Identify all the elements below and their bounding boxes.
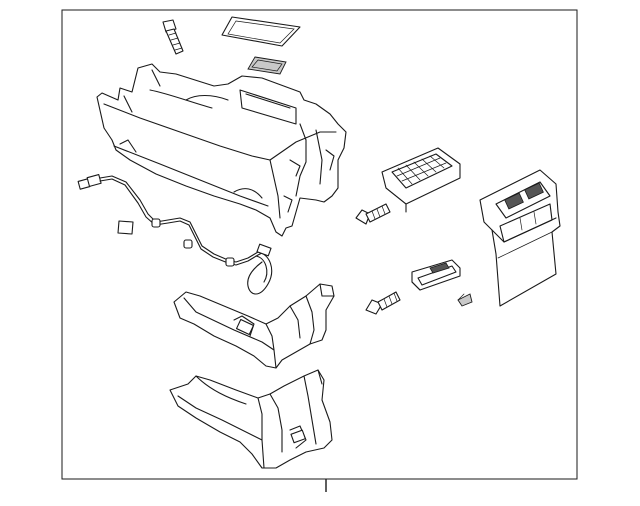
top-bolt-icon — [162, 19, 184, 55]
upper-bracket-icon — [173, 283, 335, 369]
lid-pad-icon — [247, 56, 287, 75]
console-base-icon — [96, 63, 347, 237]
label-tag-icon — [117, 220, 134, 235]
air-vent-icon — [381, 147, 461, 213]
rear-panel-icon — [479, 169, 561, 307]
mid-bolt-icon — [355, 203, 391, 225]
diagram-border — [61, 9, 578, 480]
top-cover-panel — [221, 16, 301, 47]
wire-harness-icon — [77, 174, 273, 295]
lower-bolt-icon — [365, 291, 401, 315]
clip-icon — [457, 293, 473, 307]
lower-bracket-icon — [169, 369, 333, 469]
switch-icon — [411, 259, 461, 291]
